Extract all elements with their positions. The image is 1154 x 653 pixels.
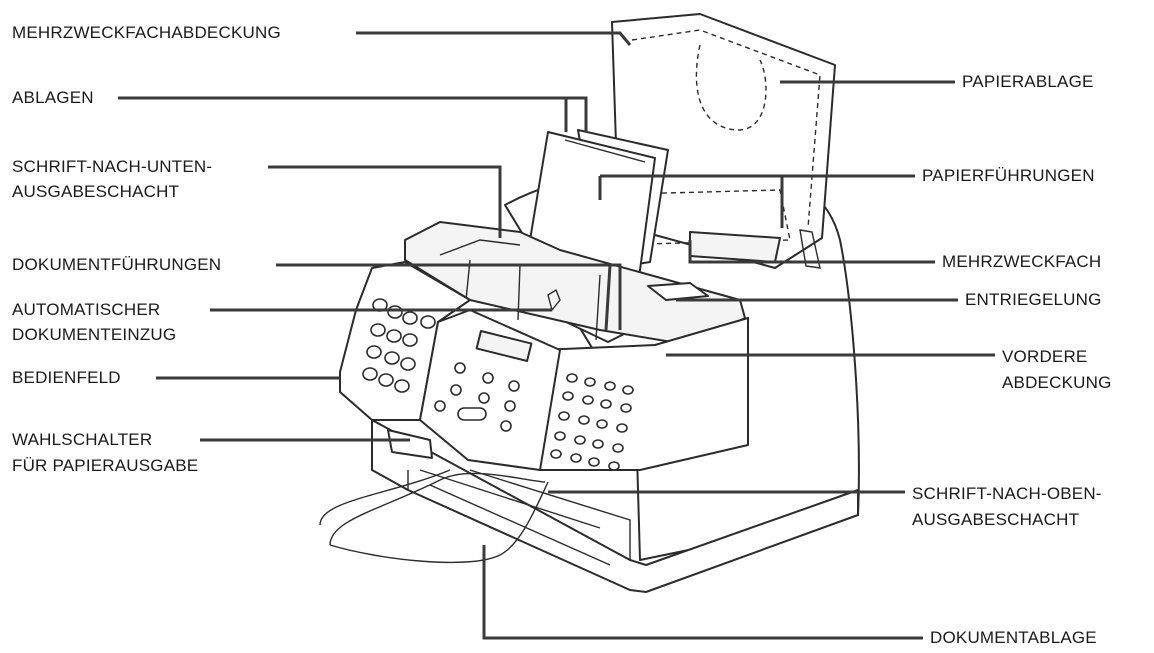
label-vordere-line2: ABDECKUNG xyxy=(1002,373,1112,392)
label-schrift-nach-oben-line2: AUSGABESCHACHT xyxy=(912,510,1080,529)
label-bedienfeld: BEDIENFELD xyxy=(12,368,121,387)
label-automatischer-line1: AUTOMATISCHER xyxy=(12,300,161,319)
label-papierfuehrungen: PAPIERFÜHRUNGEN xyxy=(922,166,1095,185)
label-dokumentablage: DOKUMENTABLAGE xyxy=(930,628,1097,647)
control-keys xyxy=(362,298,634,471)
label-schrift-nach-oben-line1: SCHRIFT-NACH-OBEN- xyxy=(912,484,1102,503)
label-dokumentfuehrungen: DOKUMENTFÜHRUNGEN xyxy=(12,255,222,274)
label-schrift-nach-unten-line2: AUSGABESCHACHT xyxy=(12,182,180,201)
label-mehrzweckfachabdeckung: MEHRZWECKFACHABDECKUNG xyxy=(12,23,281,42)
output-selector xyxy=(387,429,433,459)
machine-base xyxy=(371,419,859,593)
lcd-display xyxy=(475,329,533,363)
leader-lines xyxy=(118,31,995,640)
release-lever xyxy=(647,282,709,301)
label-schrift-nach-unten-line1: SCHRIFT-NACH-UNTEN- xyxy=(12,157,213,176)
label-wahlschalter-line1: WAHLSCHALTER xyxy=(12,430,153,449)
document-wire-tray xyxy=(319,469,549,564)
label-entriegelung: ENTRIEGELUNG xyxy=(965,290,1102,309)
label-wahlschalter-line2: FÜR PAPIERAUSGABE xyxy=(12,456,199,475)
label-mehrzweckfach: MEHRZWECKFACH xyxy=(942,252,1102,271)
label-automatischer-line2: DOKUMENTEINZUG xyxy=(12,325,177,344)
label-papierablage: PAPIERABLAGE xyxy=(962,72,1094,91)
label-vordere-line1: VORDERE xyxy=(1002,347,1088,366)
label-ablagen: ABLAGEN xyxy=(12,88,94,107)
